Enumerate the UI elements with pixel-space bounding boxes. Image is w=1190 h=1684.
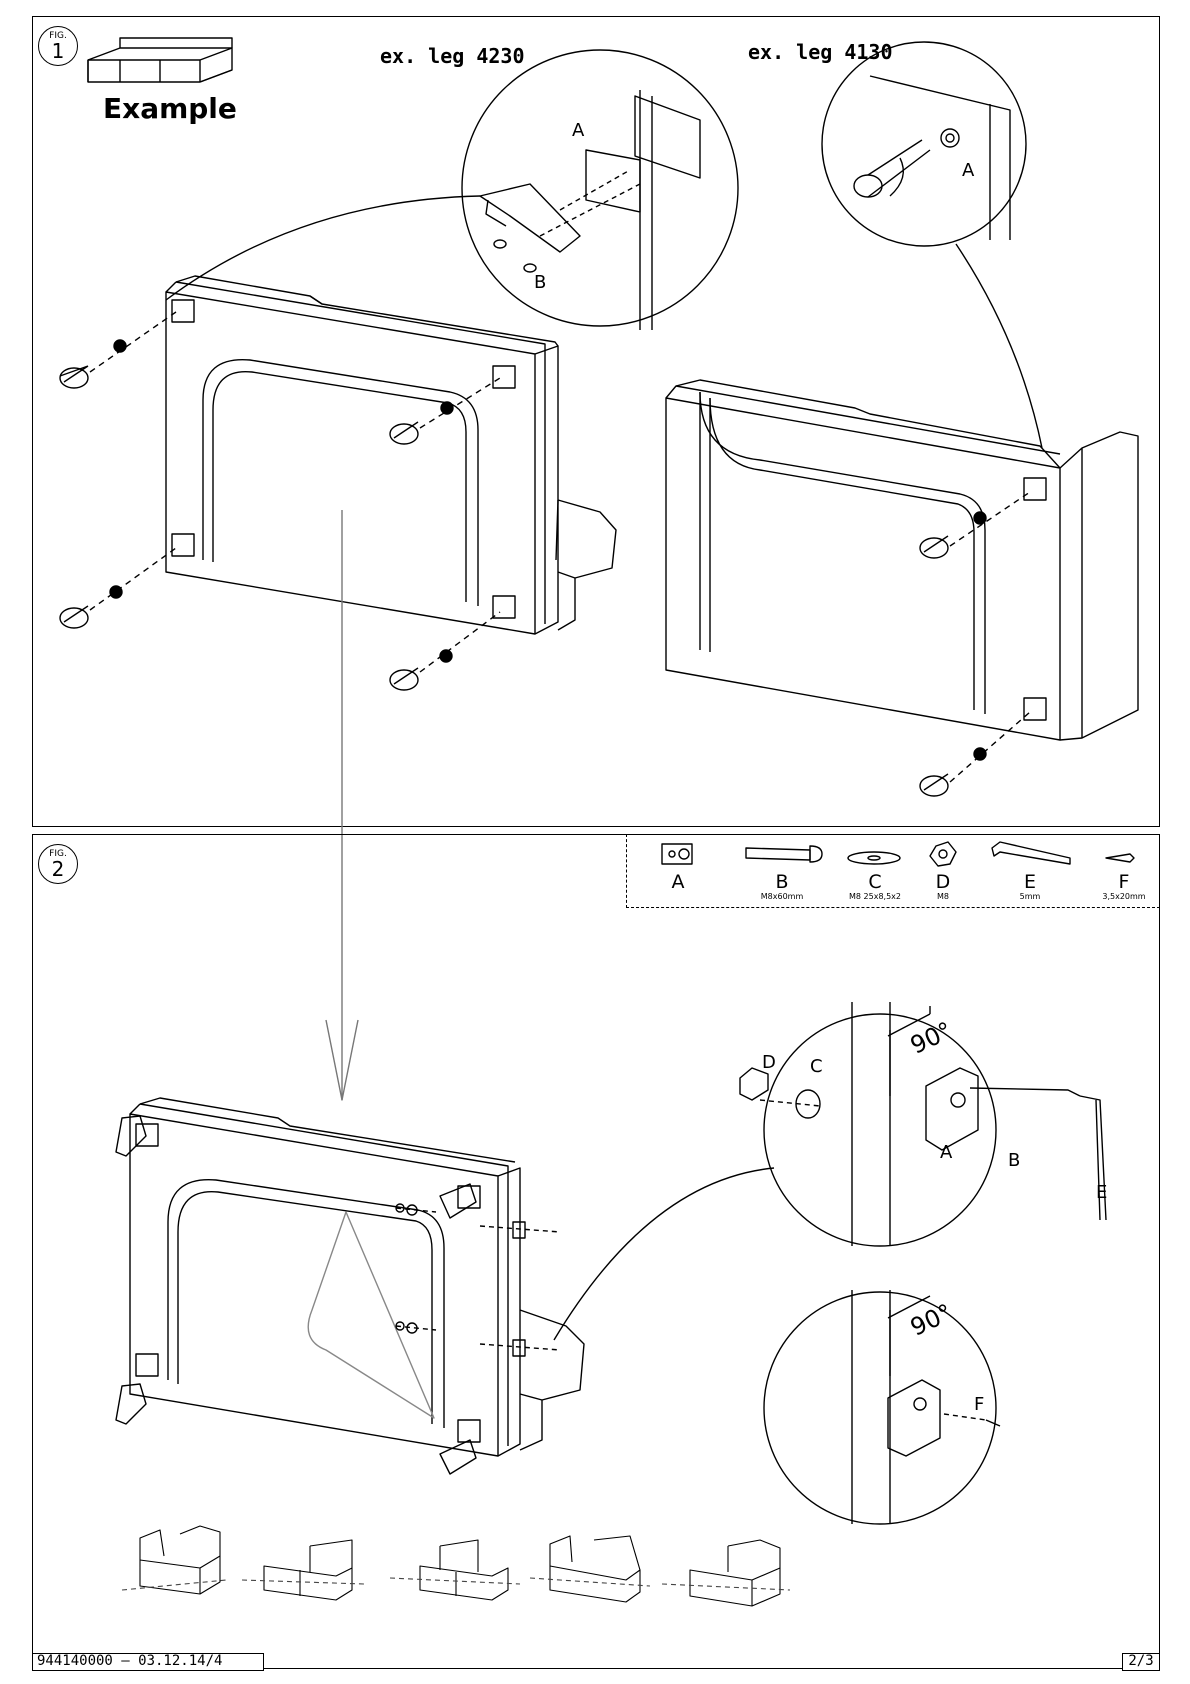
part-size: 5mm (1010, 892, 1050, 901)
part-code: F (1094, 872, 1154, 892)
part-code: E (1010, 872, 1050, 892)
detail-right-letter-a: A (962, 160, 974, 181)
detail-top-letter-a: A (940, 1142, 952, 1163)
detail-circle-leg-4130 (822, 42, 1026, 246)
part-code: B (742, 872, 822, 892)
module-right-back (666, 380, 1138, 740)
detail-top-letter-e: E (1096, 1182, 1107, 1203)
detail-left-letter-a: A (572, 120, 584, 141)
part-size: 3,5x20mm (1094, 892, 1154, 901)
figure-2-badge: FIG. 2 (38, 844, 78, 884)
leg-cones (60, 366, 948, 796)
figure-badge-number: 2 (39, 859, 77, 879)
part-code: C (838, 872, 912, 892)
module-left-back (166, 276, 616, 634)
example-sofa-icon (88, 38, 232, 82)
part-size: M8 25x8,5x2 (838, 892, 912, 901)
part-code: A (660, 872, 696, 892)
part-c: C M8 25x8,5x2 (838, 872, 912, 901)
part-d: D M8 (926, 872, 960, 901)
detail-circle-leg-4230 (462, 50, 738, 326)
part-size: M8 (926, 892, 960, 901)
part-size: M8x60mm (742, 892, 822, 901)
detail-left-content (480, 90, 700, 330)
detail-top-letter-d: D (762, 1052, 776, 1073)
part-e: E 5mm (1010, 872, 1050, 901)
part-a: A (660, 872, 696, 892)
document-code: 944140000 – 03.12.14/4 (32, 1653, 264, 1671)
part-f: F 3,5x20mm (1094, 872, 1154, 901)
detail-left-letter-b: B (534, 272, 546, 293)
page-number: 2/3 (1122, 1653, 1160, 1671)
detail-top-letter-c: C (810, 1056, 823, 1077)
detail-bottom-letter-f: F (974, 1394, 984, 1415)
detail-right-content (854, 76, 1010, 240)
detail-top-letter-b: B (1008, 1150, 1020, 1171)
part-code: D (926, 872, 960, 892)
figure-2-panel (32, 834, 1160, 1669)
part-b: B M8x60mm (742, 872, 822, 901)
